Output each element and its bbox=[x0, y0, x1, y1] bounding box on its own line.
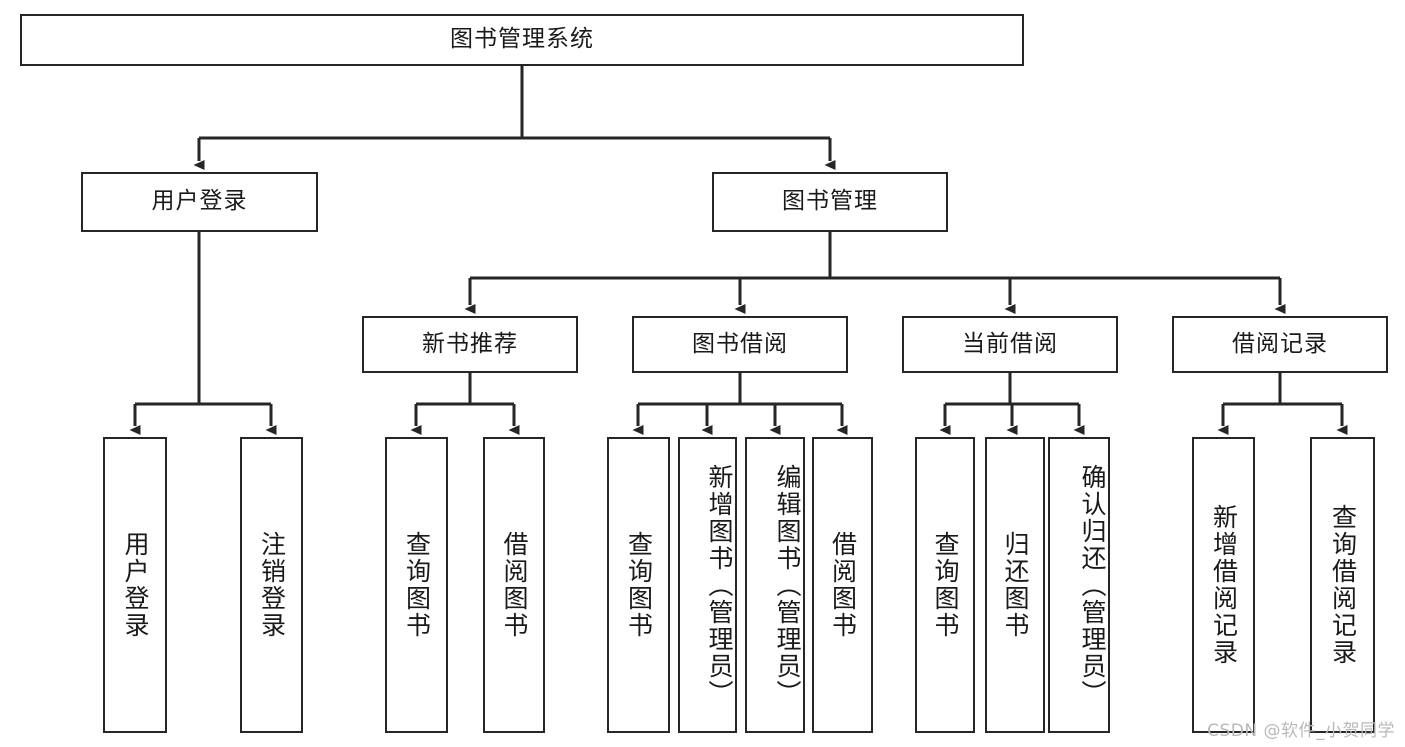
leaf-borrow-add-book-admin[interactable]: 新增图书（管理员） bbox=[678, 437, 737, 733]
node-new-book-recommend[interactable]: 新书推荐 bbox=[362, 316, 578, 373]
node-root-system[interactable]: 图书管理系统 bbox=[20, 14, 1024, 66]
node-label: 新增借阅记录 bbox=[1209, 504, 1239, 666]
node-label: 当前借阅 bbox=[962, 330, 1058, 357]
leaf-record-add-record[interactable]: 新增借阅记录 bbox=[1192, 437, 1255, 733]
leaf-borrow-edit-book-admin[interactable]: 编辑图书（管理员） bbox=[745, 437, 805, 733]
node-label: 借阅图书 bbox=[828, 531, 858, 639]
leaf-recommend-query-book[interactable]: 查询图书 bbox=[385, 437, 448, 733]
node-label: 查询图书 bbox=[931, 531, 960, 639]
node-label: 用户登录 bbox=[151, 188, 248, 215]
leaf-user-login-login[interactable]: 用户登录 bbox=[103, 437, 167, 733]
node-label: 用户登录 bbox=[121, 531, 150, 639]
leaf-borrow-query-book[interactable]: 查询图书 bbox=[607, 437, 670, 733]
leaf-record-query-record[interactable]: 查询借阅记录 bbox=[1310, 437, 1375, 733]
leaf-recommend-borrow-book[interactable]: 借阅图书 bbox=[483, 437, 545, 733]
leaf-current-confirm-return-admin[interactable]: 确认归还（管理员） bbox=[1048, 437, 1110, 733]
node-label: 新书推荐 bbox=[422, 330, 518, 357]
node-borrow-record[interactable]: 借阅记录 bbox=[1172, 316, 1388, 373]
node-book-borrow[interactable]: 图书借阅 bbox=[632, 316, 848, 373]
node-label: 图书借阅 bbox=[692, 330, 788, 357]
node-label: 归还图书 bbox=[1001, 531, 1030, 639]
leaf-user-login-logout[interactable]: 注销登录 bbox=[240, 437, 303, 733]
node-book-management[interactable]: 图书管理 bbox=[712, 172, 948, 232]
leaf-current-query-book[interactable]: 查询图书 bbox=[915, 437, 975, 733]
node-label: 确认归还（管理员） bbox=[1078, 463, 1107, 707]
node-label: 图书管理 bbox=[782, 188, 878, 215]
node-label: 查询图书 bbox=[624, 531, 654, 639]
node-label: 注销登录 bbox=[257, 531, 287, 639]
node-current-borrow[interactable]: 当前借阅 bbox=[902, 316, 1118, 373]
node-label: 图书管理系统 bbox=[450, 26, 594, 53]
node-label: 借阅记录 bbox=[1232, 330, 1328, 357]
node-label: 编辑图书（管理员） bbox=[773, 463, 802, 707]
node-label: 借阅图书 bbox=[500, 531, 529, 639]
node-label: 查询图书 bbox=[402, 531, 432, 639]
leaf-current-return-book[interactable]: 归还图书 bbox=[985, 437, 1045, 733]
leaf-borrow-borrow-book[interactable]: 借阅图书 bbox=[812, 437, 873, 733]
node-user-login[interactable]: 用户登录 bbox=[81, 172, 318, 232]
node-label: 查询借阅记录 bbox=[1328, 504, 1358, 666]
watermark-text: CSDN @软件_小贺同学 bbox=[1207, 721, 1395, 741]
node-label: 新增图书（管理员） bbox=[705, 463, 734, 707]
